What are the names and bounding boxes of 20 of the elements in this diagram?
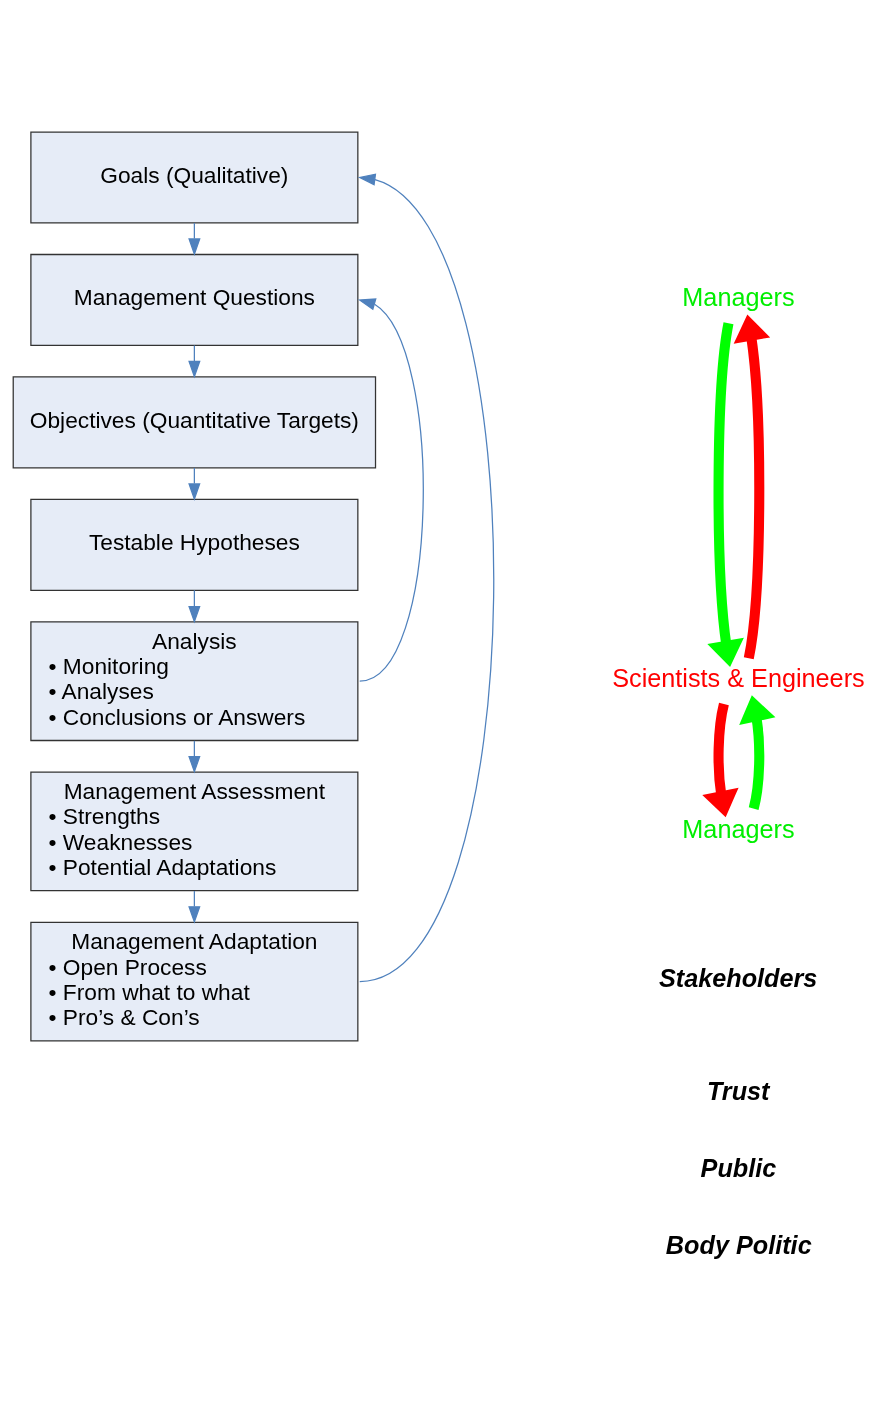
label: Stakeholders [658,963,818,992]
node-box: Management Assessment • Strengths • Weaknesses • Potential Adaptations [30,771,359,892]
label: Trust [706,1077,770,1106]
label: Body Politic [665,1231,812,1260]
arrow [702,702,739,818]
arrow [357,298,424,682]
label: Public [700,1154,777,1183]
node-box: Testable Hypotheses [30,498,359,591]
arrow [357,173,495,983]
arrow [707,322,744,667]
arrow [733,314,771,660]
node-box: Objectives (Quantitative Targets) [12,376,377,469]
node-text: Managers [682,283,795,312]
node-text: Scientists & Engineers [612,664,865,693]
node-box: Analysis • Monitoring • Analyses • Conclusions or Answers [30,621,359,742]
node-box: Goals (Qualitative) [30,131,359,224]
arrow [739,695,776,810]
node-box: Management Questions [30,253,359,346]
node-box: Management Adaptation • Open Process • From what to what • Pro’s & Con’s [30,921,359,1042]
node-text: Managers [682,814,795,843]
